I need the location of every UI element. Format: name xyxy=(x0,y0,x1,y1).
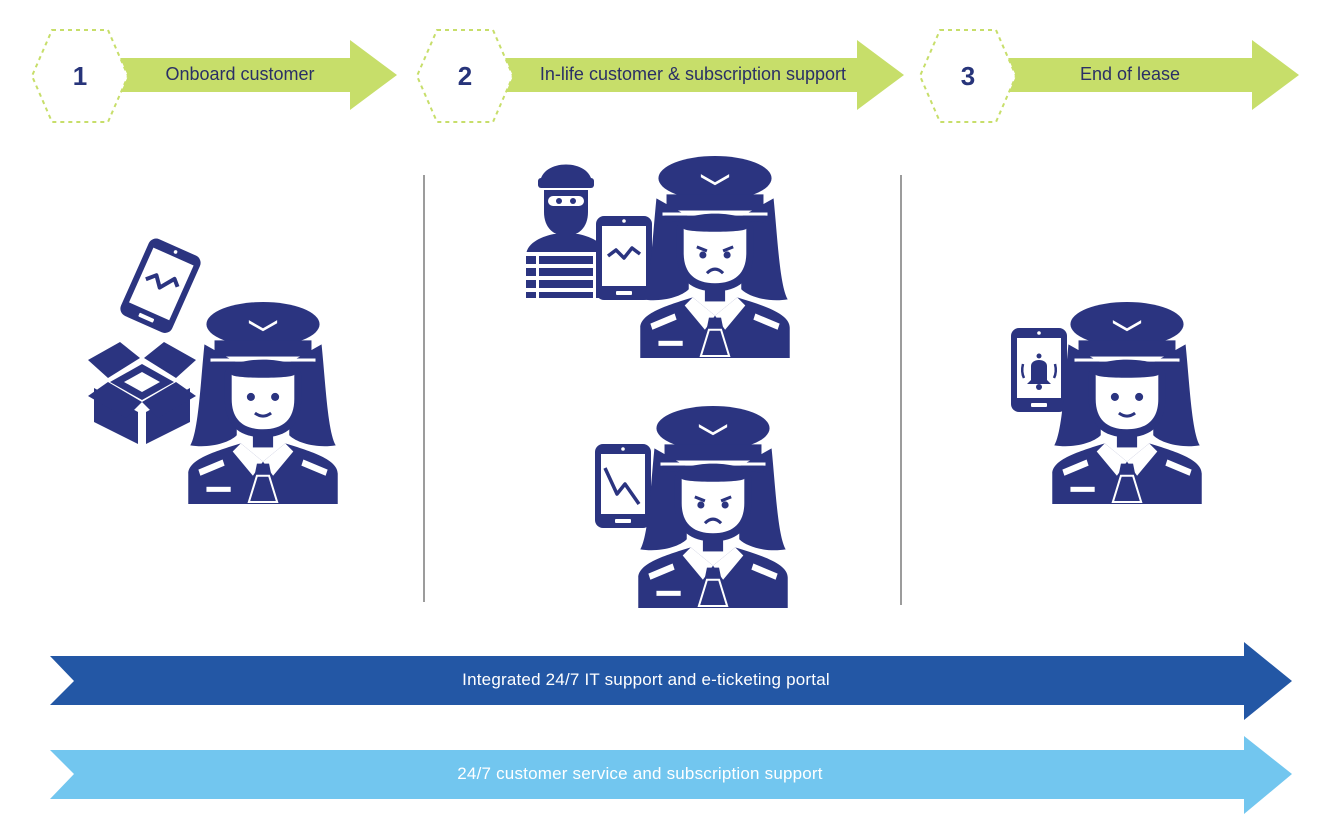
step-3-hexagon xyxy=(918,29,1018,123)
thief-icon xyxy=(526,164,606,298)
step-2-hexagon xyxy=(415,29,515,123)
column-divider-2 xyxy=(900,175,902,605)
customer-service-band-label: 24/7 customer service and subscription s… xyxy=(457,764,823,783)
step-1-hexagon xyxy=(30,29,130,123)
step-1-label: Onboard customer xyxy=(165,64,315,84)
step-2-number: 2 xyxy=(457,61,473,91)
pilot-icon xyxy=(1051,302,1203,505)
falling-chart-phone-icon xyxy=(595,444,651,528)
it-support-band-label: Integrated 24/7 IT support and e-ticketi… xyxy=(462,670,830,689)
column-divider-1 xyxy=(423,175,425,602)
step-3-number: 3 xyxy=(960,61,976,91)
step-3-label: End of lease xyxy=(1079,64,1181,84)
step-3-arrow-shape xyxy=(998,40,1299,110)
step-1-number: 1 xyxy=(72,61,88,91)
notification-bell-phone-icon xyxy=(1011,328,1067,412)
pilot-icon xyxy=(639,156,791,359)
smartphone-icon xyxy=(117,236,204,336)
step-arrows xyxy=(30,29,1299,123)
it-support-band xyxy=(50,642,1292,720)
stolen-phone-icon xyxy=(596,216,652,300)
open-box-icon xyxy=(88,342,196,444)
pilot-icon xyxy=(187,302,339,505)
customer-service-band xyxy=(50,736,1292,814)
pilot-icon xyxy=(637,406,789,609)
step-2-arrow-shape xyxy=(495,40,904,110)
step-1-arrow-shape xyxy=(110,40,397,110)
step-2-label: In-life customer & subscription support xyxy=(539,64,847,84)
